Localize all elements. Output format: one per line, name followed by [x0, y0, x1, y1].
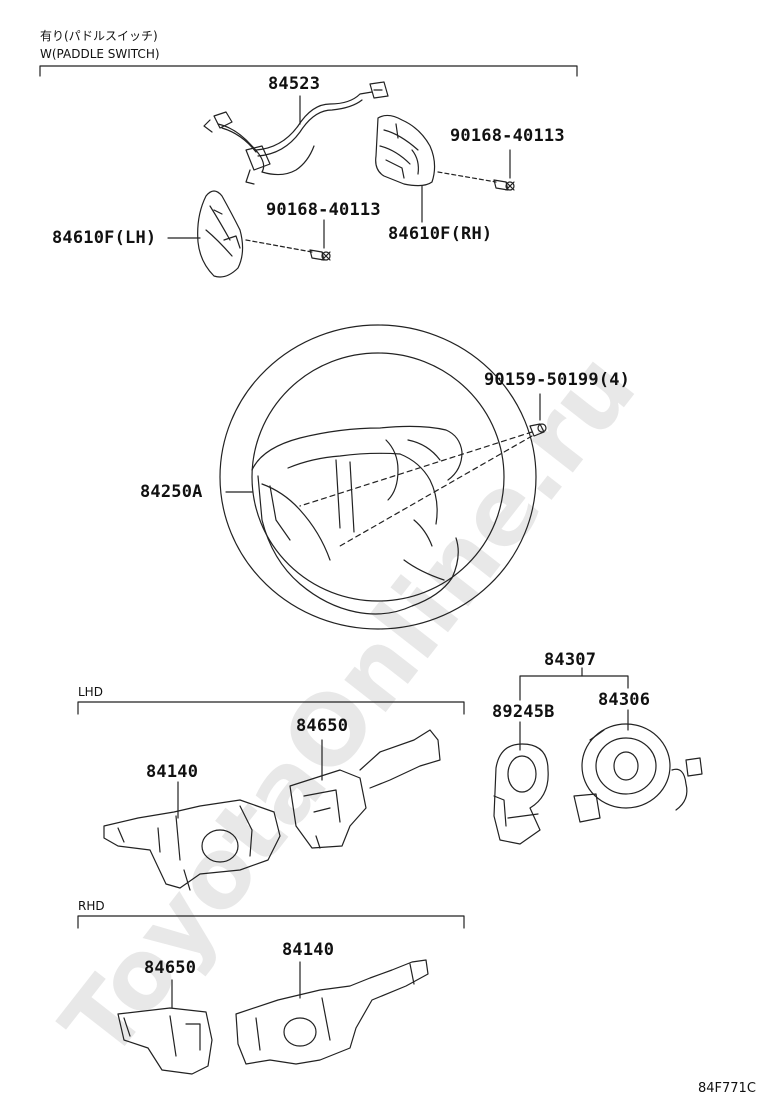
- paddle-section-bracket: [39, 65, 578, 77]
- part-84140-lhd: [103, 799, 281, 891]
- part-84650-rhd: [117, 1007, 213, 1075]
- label-89245b: 89245B: [492, 702, 555, 722]
- label-84650-lhd: 84650: [296, 716, 349, 736]
- screw-rh: [437, 171, 515, 191]
- part-84140-rhd: [235, 959, 429, 1065]
- lhd-section-label: LHD: [78, 685, 103, 699]
- diagram-code: 84F771C: [698, 1081, 756, 1096]
- part-84610f-rh: [375, 114, 436, 187]
- screw-lh: [245, 239, 331, 261]
- rhd-section-bracket: [77, 915, 465, 929]
- label-84610f-lh: 84610F(LH): [52, 228, 157, 248]
- paddle-section-label: W(PADDLE SWITCH): [40, 47, 160, 61]
- label-84250a: 84250A: [140, 482, 203, 502]
- label-90168-40113-lh: 90168-40113: [266, 200, 381, 220]
- part-84523-harness: [203, 81, 389, 185]
- label-90168-40113-rh: 90168-40113: [450, 126, 565, 146]
- part-84306-spiral-cable: [573, 723, 703, 823]
- part-89245b-sensor: [493, 743, 549, 845]
- lhd-section-bracket: [77, 701, 465, 715]
- label-84650-rhd: 84650: [144, 958, 197, 978]
- label-84306: 84306: [598, 690, 651, 710]
- screw-90159: [529, 423, 547, 437]
- part-84250a-steering-wheel: [219, 324, 537, 630]
- bracket-84307: [519, 667, 629, 701]
- part-84650-lhd: [289, 729, 441, 849]
- label-84523: 84523: [268, 74, 321, 94]
- label-84307: 84307: [544, 650, 597, 670]
- wheel-screw-lines: [299, 431, 533, 547]
- label-90159-50199: 90159-50199(4): [484, 370, 631, 390]
- label-84610f-rh: 84610F(RH): [388, 224, 493, 244]
- label-84140-lhd: 84140: [146, 762, 199, 782]
- part-84610f-lh: [197, 190, 244, 278]
- rhd-section-label: RHD: [78, 899, 105, 913]
- label-84140-rhd: 84140: [282, 940, 335, 960]
- paddle-section-label-jp: 有り(パドルスイッチ): [40, 29, 158, 43]
